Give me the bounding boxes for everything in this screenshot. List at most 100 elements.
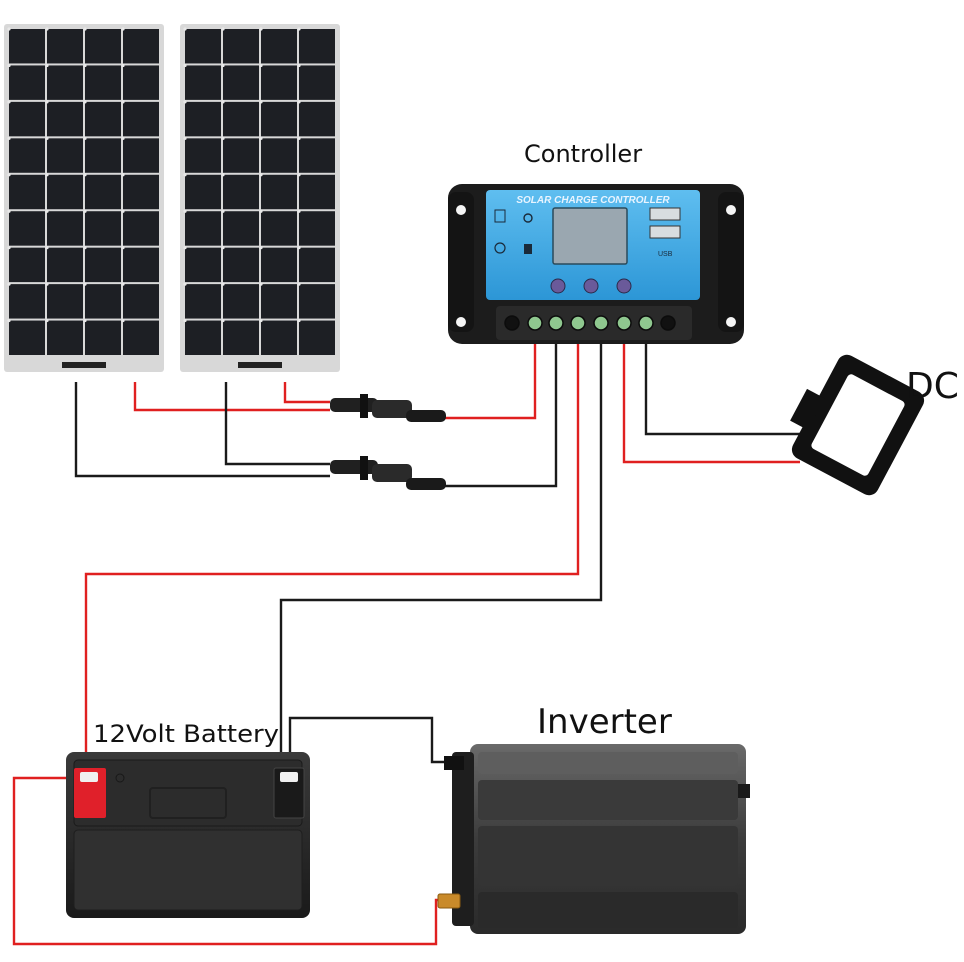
controller-mounting-right [718,192,744,332]
panel-cell [223,138,259,173]
panel-cell [47,65,83,100]
panel-cell [185,247,221,283]
panel-cell-corner [221,282,225,286]
panel-cell-corner [121,63,125,68]
panel-cell [223,29,259,64]
panel-cell-corner [45,63,49,68]
panel-cell-corner [45,246,49,250]
panel-cell-corner [297,209,301,213]
panel-cell [9,211,45,246]
panel-cell-corner [221,318,225,323]
panel-cell-corner [7,246,11,250]
panel-cell-corner [7,209,11,213]
panel-cell [47,211,83,246]
panel-cell-corner [221,136,225,140]
panel-cell-corner [121,136,125,140]
panel-cell-corner [121,318,125,323]
panel-cell [123,174,159,210]
panel-cell [47,101,83,137]
controller-terminal-screw [593,315,609,331]
panel-cell-corner [45,173,49,177]
panel-cell-corner [121,209,125,213]
panel-cell [9,101,45,137]
panel-cell [223,101,259,137]
panel-cell-corner [45,136,49,140]
panel-cell-corner [45,282,49,286]
panel-cell-corner [259,100,263,104]
controller-terminal-screw [660,315,676,331]
panel-cell-corner [221,209,225,213]
panel-cell [123,65,159,100]
panel-cell [299,65,335,100]
panel-cell-corner [121,282,125,286]
inverter-negative-wire [288,716,458,768]
panel-cell [47,29,83,64]
panel-cell-corner [297,246,301,250]
panel-cell [47,247,83,283]
panel-cell [299,29,335,64]
controller-label: Controller [524,140,642,168]
panel-cell-corner [221,63,225,68]
panel-cell [9,29,45,64]
panel-cell-corner [183,209,187,213]
panel-cell [85,247,121,283]
panel-cell [185,284,221,319]
panel-cell [223,247,259,283]
controller-button [616,278,632,294]
panel-cell [223,284,259,319]
panel-cell [223,174,259,210]
panel-cell-corner [183,27,187,31]
panel-cell-corner [45,209,49,213]
panel-cell [261,29,297,64]
panel-cell-corner [83,246,87,250]
panel-cell-corner [7,282,11,286]
panel-cell-corner [83,63,87,68]
charge-controller-icon: SOLAR CHARGE CONTROLLER USB [448,184,744,344]
battery-positive-wire [84,344,580,770]
panel-cell [185,65,221,100]
controller-button [550,278,566,294]
controller-button [583,278,599,294]
panel-cell-corner [121,100,125,104]
panel-cell [123,29,159,64]
panel-cell [85,65,121,100]
solar-panel-icon [180,24,340,372]
usb-label: USB [658,251,673,258]
panel-cell-corner [221,246,225,250]
panel-cell [123,138,159,173]
battery-icon [66,752,310,918]
panel-cell-corner [83,100,87,104]
controller-terminal-screw [548,315,564,331]
battery-label: 12Volt Battery [93,720,279,748]
panel-cell [299,284,335,319]
dc-negative-wire [644,344,800,436]
inverter-positive-terminal [437,893,461,909]
panel-cell [9,247,45,283]
panel2-positive-wire [283,382,330,404]
panel-cell [261,284,297,319]
panel-cell-corner [221,27,225,31]
panel-cell [47,138,83,173]
panel-cell [123,101,159,137]
panel-cell [261,247,297,283]
panel1-positive-wire [133,382,330,412]
panel-junction-box [238,362,282,368]
mc4-negative-connector [330,456,446,490]
panel-cell-corner [45,27,49,31]
inverter-label: Inverter [537,702,672,742]
panel-cell [223,320,259,355]
panel-cell-corner [183,246,187,250]
panel-cell-corner [83,136,87,140]
inverter-icon [437,744,750,934]
panel-cell [85,138,121,173]
panel-cell [9,174,45,210]
panel-cell [223,65,259,100]
controller-terminal-screw [570,315,586,331]
panel-cell [261,174,297,210]
panel-cell-corner [259,173,263,177]
panel-cell-corner [7,173,11,177]
panel-cell-corner [45,318,49,323]
panel-cell-corner [121,173,125,177]
panel-cell [185,174,221,210]
panel-cell-corner [297,136,301,140]
